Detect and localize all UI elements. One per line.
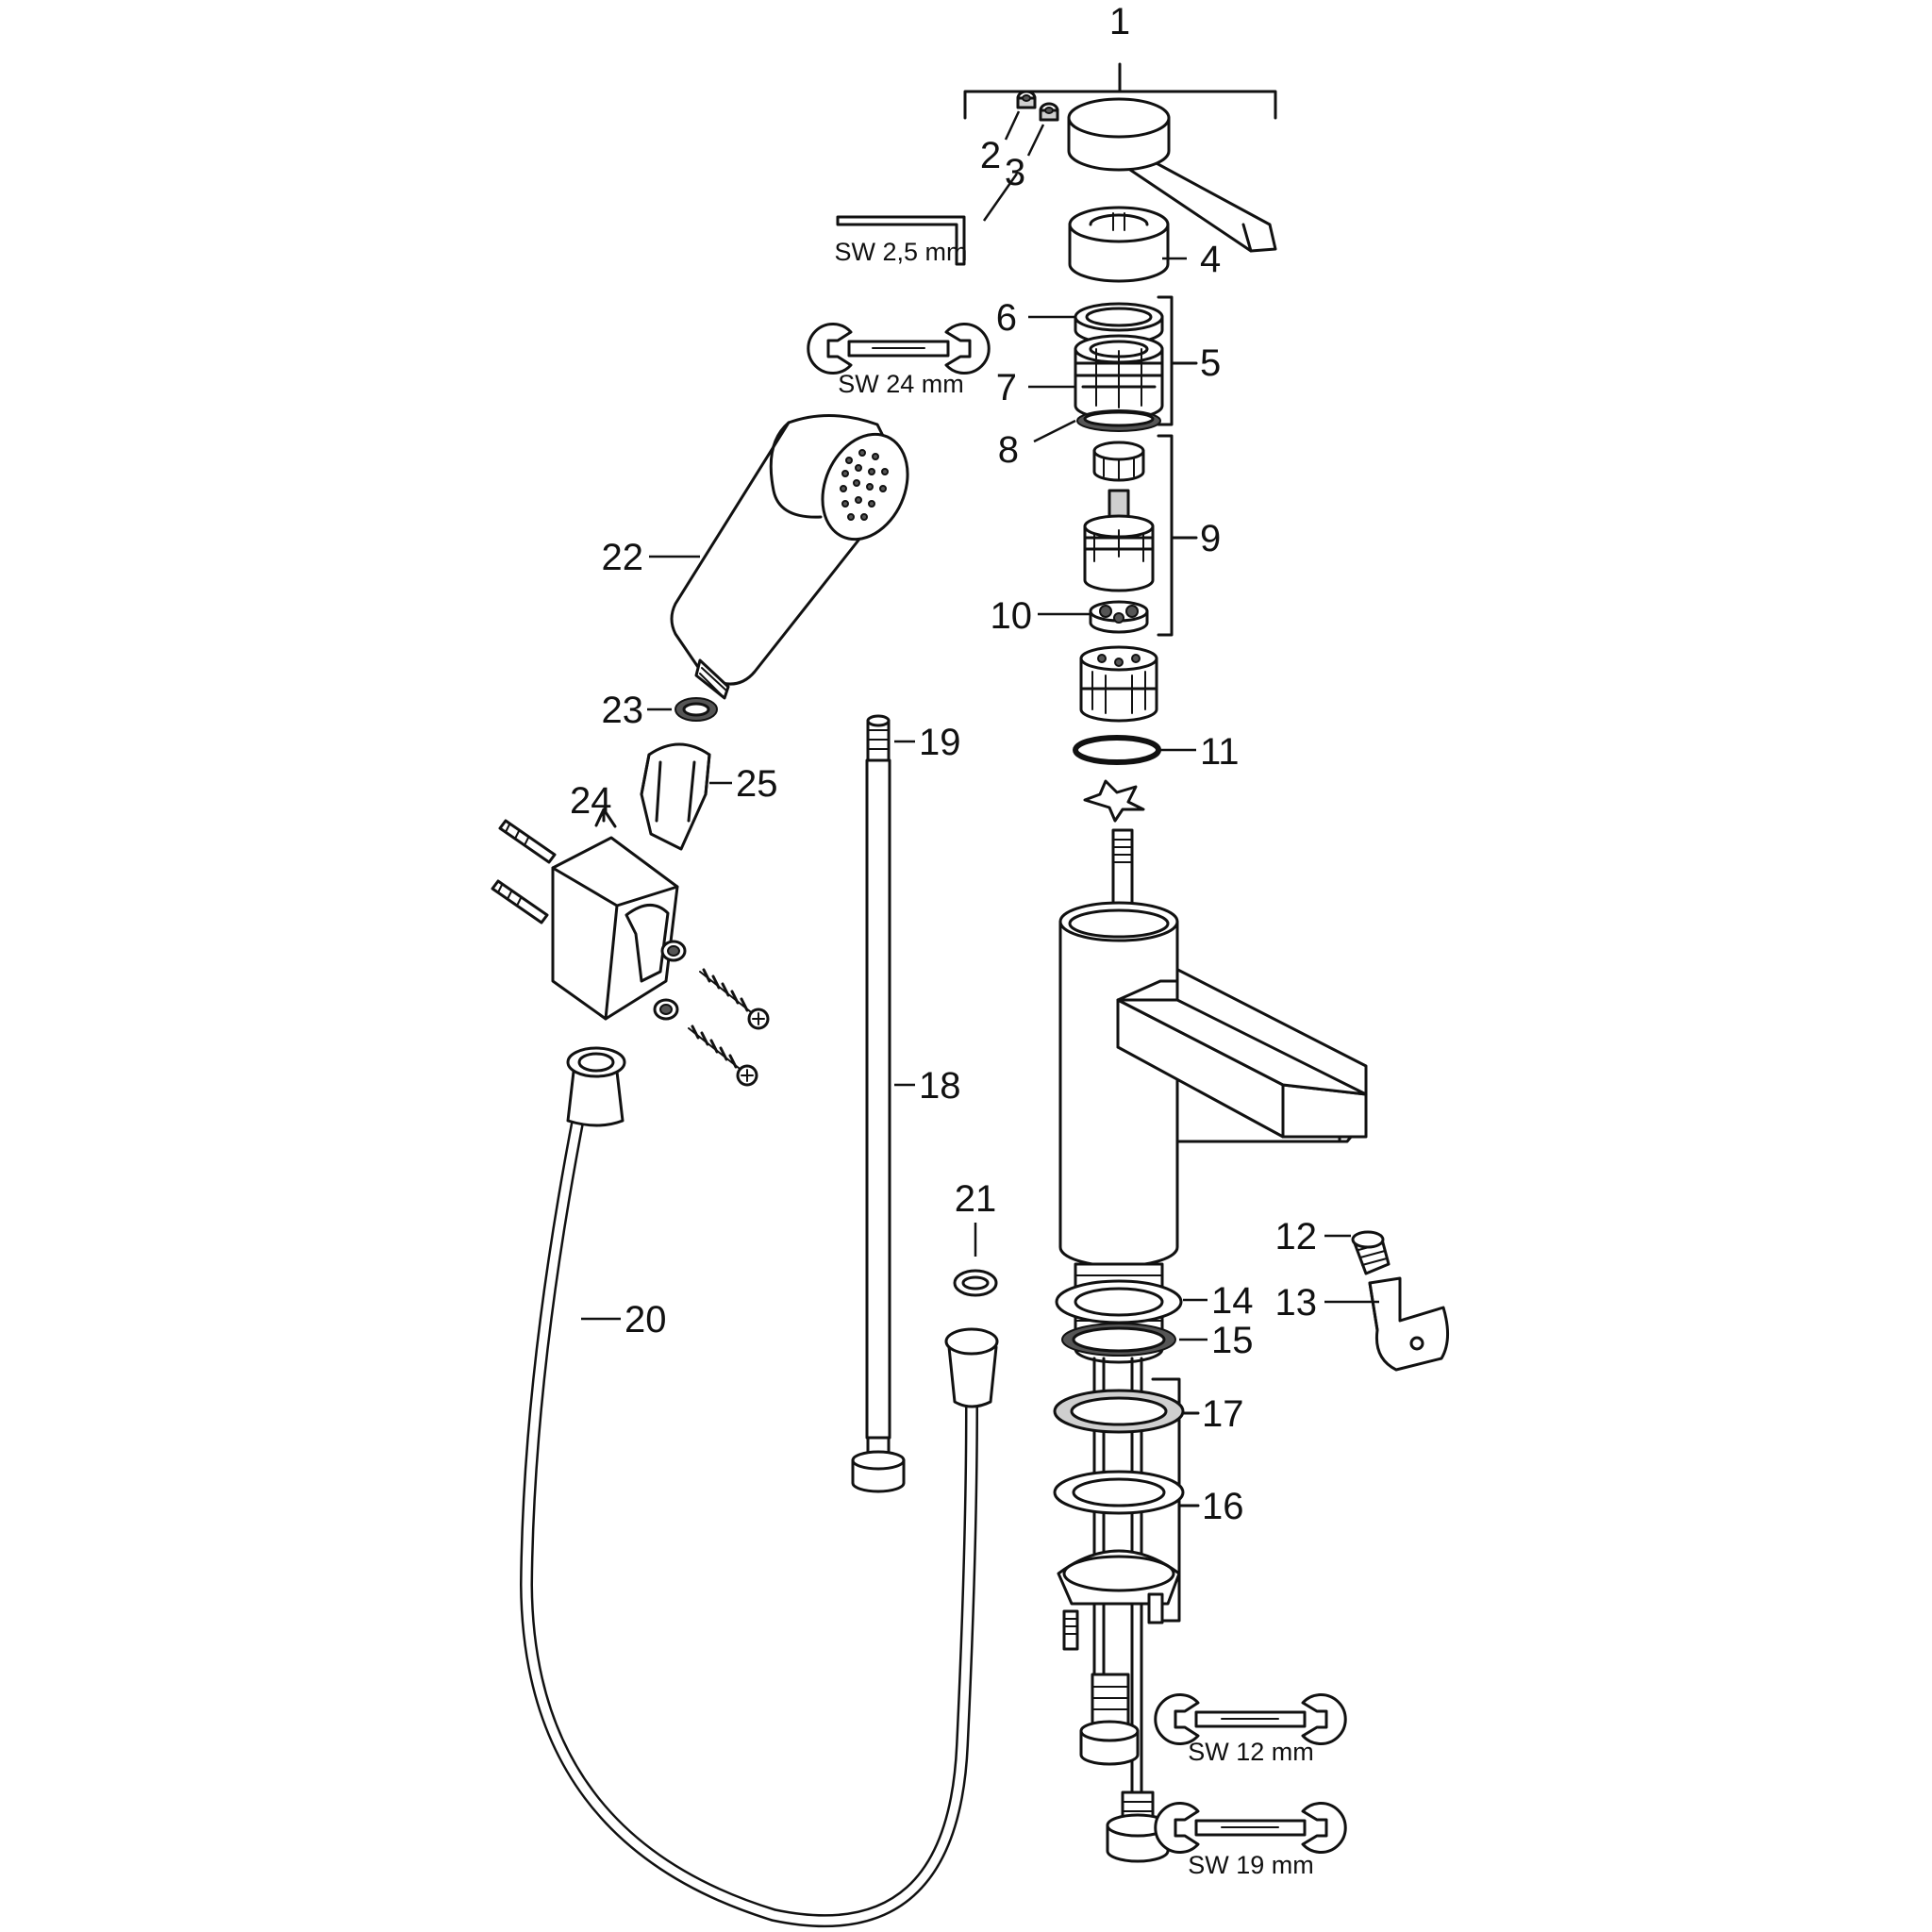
retaining-clip (1083, 779, 1145, 823)
bonnet-nut-part-7 (1074, 334, 1164, 421)
supply-hose-part-18 (865, 758, 891, 1440)
callout-4: 4 (1200, 239, 1221, 280)
wall-anchor-upper (498, 819, 557, 864)
callout-18: 18 (919, 1065, 961, 1107)
callout-23: 23 (602, 690, 644, 731)
grub-screw-part-2 (1016, 90, 1037, 109)
wrench-19-size-label: SW 19 mm (1188, 1851, 1314, 1879)
callout-7: 7 (996, 367, 1017, 408)
faucet-body (1058, 901, 1368, 1268)
callout-1: 1 (1109, 1, 1130, 42)
callout-25: 25 (736, 763, 778, 805)
callout-2: 2 (980, 135, 1001, 176)
washer-part-21 (953, 1269, 998, 1297)
fixing-washer-part-17 (1053, 1389, 1185, 1434)
seal-set-part-10 (1089, 600, 1149, 634)
callout-16: 16 (1202, 1486, 1244, 1527)
wrench-sw12-tool (1154, 1693, 1347, 1745)
washer-upper (660, 940, 687, 962)
hex-key-tool (836, 215, 966, 266)
washer-lower (653, 998, 679, 1021)
adapter-ring-part-4 (1068, 206, 1170, 283)
wrench-12-size-label: SW 12 mm (1188, 1738, 1314, 1766)
supply-pipes (1092, 1357, 1143, 1794)
callout-17: 17 (1202, 1393, 1244, 1435)
o-ring-part-11 (1073, 735, 1161, 765)
wrench-sw19-tool (1154, 1802, 1347, 1854)
callout-21: 21 (955, 1178, 997, 1220)
callout-11: 11 (1200, 731, 1240, 773)
aerator-key-part-13 (1368, 1276, 1449, 1372)
hand-shower-part-22 (670, 414, 909, 700)
shower-hose-part-20 (520, 1046, 999, 1928)
callout-12: 12 (1275, 1216, 1318, 1257)
o-ring-part-8 (1076, 409, 1161, 432)
callout-3: 3 (1005, 152, 1025, 193)
aerator-part-12 (1351, 1230, 1391, 1275)
callout-20: 20 (625, 1299, 667, 1341)
callout-9: 9 (1200, 518, 1221, 559)
cartridge-insert (1079, 645, 1158, 723)
wrench-sw24-tool (807, 323, 991, 375)
wall-anchor-lower (491, 879, 549, 924)
wrench-24-size-label: SW 24 mm (838, 370, 964, 398)
supply-hose-nut (851, 1436, 906, 1493)
base-washer-part-14 (1055, 1279, 1183, 1324)
callout-14: 14 (1211, 1280, 1254, 1322)
callout-6: 6 (996, 297, 1017, 339)
callout-13: 13 (1275, 1282, 1318, 1324)
spray-holes (840, 449, 889, 521)
holder-insert-part-25 (640, 742, 711, 851)
wall-holder-part-24 (551, 836, 679, 1021)
callout-5: 5 (1200, 342, 1221, 384)
hex-key-size-label: SW 2,5 mm (834, 238, 967, 266)
lever-handle-part-1 (1067, 97, 1277, 253)
grub-screw-part-3 (1039, 102, 1059, 122)
callout-24: 24 (570, 780, 612, 822)
callout-22: 22 (602, 537, 644, 578)
callout-8: 8 (998, 429, 1019, 471)
callout-10: 10 (991, 595, 1033, 637)
hose-connector-nut-19mm (1106, 1790, 1170, 1863)
callout-15: 15 (1211, 1320, 1254, 1361)
wood-screw-upper (699, 968, 770, 1030)
hose-connector-nut-12mm (1079, 1673, 1140, 1766)
handle-group-bracket (963, 62, 1277, 120)
washer-part-23 (675, 697, 718, 722)
cartridge-part-9 (1083, 441, 1155, 592)
callout-19: 19 (919, 722, 961, 763)
hose-fitting-part-19 (866, 714, 891, 762)
gasket-part-15 (1061, 1323, 1176, 1357)
mounting-set-part-16 (1053, 1470, 1185, 1651)
wood-screw-lower (688, 1024, 758, 1087)
